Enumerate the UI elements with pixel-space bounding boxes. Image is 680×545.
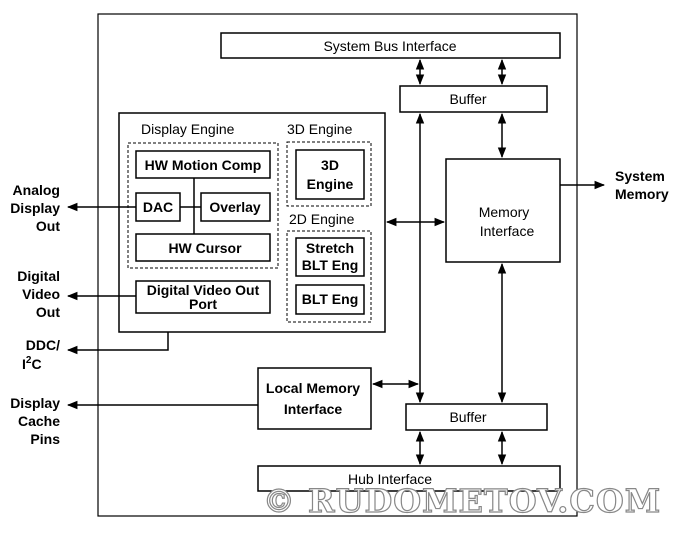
i2c-label-c: C	[31, 356, 41, 372]
hw-cursor-box	[135, 233, 271, 262]
i2c-label-i: I	[22, 356, 26, 372]
digital-label-2: Video	[22, 286, 60, 302]
engine-3d-title: 3D Engine	[287, 121, 353, 137]
memory-interface-box	[445, 158, 561, 263]
buffer-bottom-label: Buffer	[449, 409, 486, 425]
system-memory-label-2: Memory	[615, 186, 669, 202]
analog-label-3: Out	[36, 218, 60, 234]
system-bus-interface-box	[220, 32, 561, 59]
digital-label-3: Out	[36, 304, 60, 320]
overlay-label: Overlay	[209, 199, 261, 215]
cache-label-3: Pins	[30, 431, 60, 447]
engine-2d-dashed-area	[286, 230, 372, 323]
blt-eng-label: BLT Eng	[302, 291, 359, 307]
cache-label-2: Cache	[18, 413, 60, 429]
engine-2d-title: 2D Engine	[289, 211, 355, 227]
ddc-label: DDC/	[26, 337, 60, 353]
blt-eng-box	[295, 284, 365, 315]
engine-3d-dashed-area	[286, 141, 372, 207]
buffer-top-box	[399, 85, 548, 113]
display-engine-dashed-area	[127, 142, 279, 269]
engine-3d-inner-label-1: 3D	[321, 157, 339, 173]
hub-interface-label: Hub Interface	[348, 471, 432, 487]
dac-label: DAC	[143, 199, 173, 215]
stretch-blt-label-2: BLT Eng	[302, 257, 359, 273]
engine-3d-inner-label-2: Engine	[307, 176, 354, 192]
analog-label-1: Analog	[13, 182, 60, 198]
memory-interface-label-1: Memory	[479, 204, 530, 220]
engine-3d-box	[295, 149, 365, 200]
hw-cursor-label: HW Cursor	[168, 240, 242, 256]
memory-interface-label-2: Interface	[480, 223, 535, 239]
stretch-blt-label-1: Stretch	[306, 240, 354, 256]
i2c-label-sup: 2	[26, 355, 32, 366]
watermark-text: © RUDOMETOV.COM	[263, 482, 661, 520]
digital-label-1: Digital	[17, 268, 60, 284]
arrow-ddc-i2c	[66, 332, 169, 355]
digital-video-out-port-box	[135, 280, 271, 314]
hw-motion-comp-label: HW Motion Comp	[145, 157, 262, 173]
local-memory-interface-label-1: Local Memory	[266, 380, 360, 396]
hw-motion-comp-box	[135, 150, 271, 179]
digital-video-out-port-label-1: Digital Video Out	[147, 282, 260, 298]
overlay-box	[200, 192, 271, 222]
local-memory-interface-box	[257, 367, 372, 430]
buffer-top-label: Buffer	[449, 91, 486, 107]
local-memory-interface-label-2: Interface	[284, 401, 343, 417]
cache-label-1: Display	[10, 395, 60, 411]
chip-outline	[97, 13, 578, 517]
display-engine-title: Display Engine	[141, 121, 235, 137]
system-bus-interface-label: System Bus Interface	[323, 38, 456, 54]
buffer-bottom-box	[405, 403, 548, 431]
stretch-blt-box	[295, 237, 365, 277]
i2c-label: I2C	[22, 355, 42, 372]
hub-interface-box	[257, 465, 561, 492]
analog-label-2: Display	[10, 200, 60, 216]
system-memory-label-1: System	[615, 168, 665, 184]
digital-video-out-port-label-2: Port	[189, 296, 217, 312]
